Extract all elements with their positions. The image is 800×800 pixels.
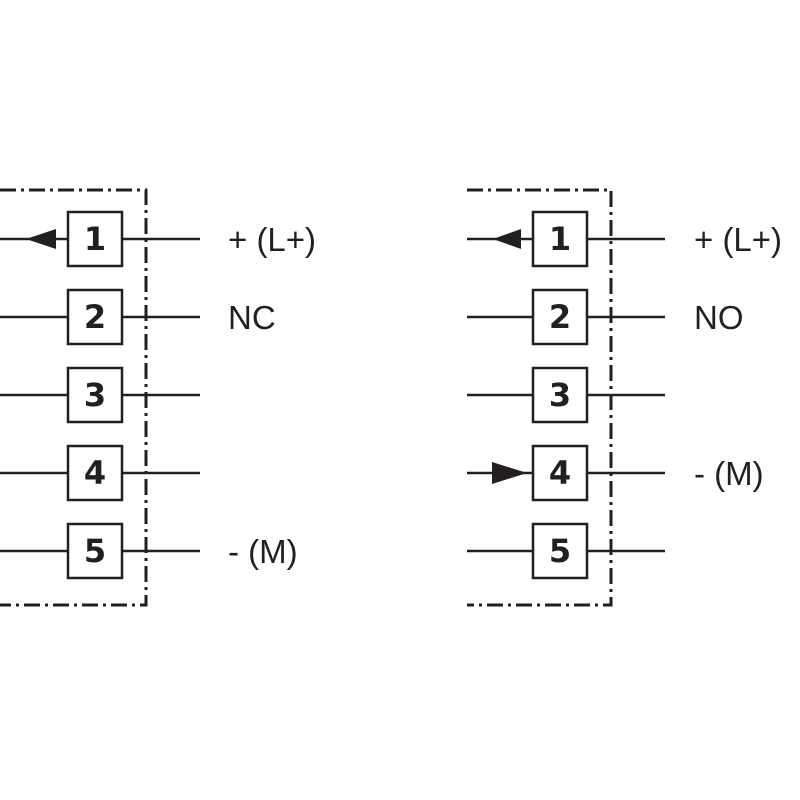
signal-label: NO (694, 299, 744, 336)
pin-box (531, 444, 589, 502)
pin-number: 5 (84, 532, 106, 570)
pin-box (66, 288, 124, 346)
pin-box (531, 288, 589, 346)
pin-number: 4 (84, 454, 106, 492)
pin-row-2: 2 NO (467, 288, 744, 346)
pin-number: 1 (84, 220, 106, 258)
arrow-left-icon (26, 229, 56, 249)
pin-row-4: 4 - (M) (467, 444, 764, 502)
pin-box (531, 522, 589, 580)
pin-box (66, 522, 124, 580)
pin-box (531, 366, 589, 424)
pin-number: 5 (549, 532, 571, 570)
signal-label: + (L+) (228, 221, 316, 258)
pin-number: 2 (84, 298, 106, 336)
pin-box (66, 366, 124, 424)
pin-number: 3 (549, 376, 571, 414)
arrow-right-icon (492, 462, 527, 484)
pin-row-2: 2 NC (0, 288, 276, 346)
signal-label: NC (228, 299, 276, 336)
signal-label: + (L+) (694, 221, 782, 258)
pin-box (531, 210, 589, 268)
housing-boundary (0, 188, 148, 607)
pin-number: 2 (549, 298, 571, 336)
pin-box (66, 210, 124, 268)
pin-row-5: 5 - (M) (0, 522, 298, 580)
housing-boundary (467, 188, 613, 607)
pin-number: 1 (549, 220, 571, 258)
pin-row-4: 4 (0, 444, 200, 502)
pin-number: 4 (549, 454, 571, 492)
signal-label: - (M) (694, 455, 764, 492)
pin-row-3: 3 (467, 366, 665, 424)
connector-diagram-1: 1 + (L+) 2 NC 3 4 5 - (M) (0, 188, 316, 607)
pin-row-3: 3 (0, 366, 200, 424)
pin-box (66, 444, 124, 502)
pin-number: 3 (84, 376, 106, 414)
connector-diagram-2: 1 + (L+) 2 NO 3 4 - (M) 5 (467, 188, 782, 607)
arrow-left-icon (493, 229, 521, 249)
pin-row-1: 1 + (L+) (0, 210, 316, 268)
pin-row-5: 5 (467, 522, 665, 580)
signal-label: - (M) (228, 533, 298, 570)
pin-row-1: 1 + (L+) (467, 210, 782, 268)
